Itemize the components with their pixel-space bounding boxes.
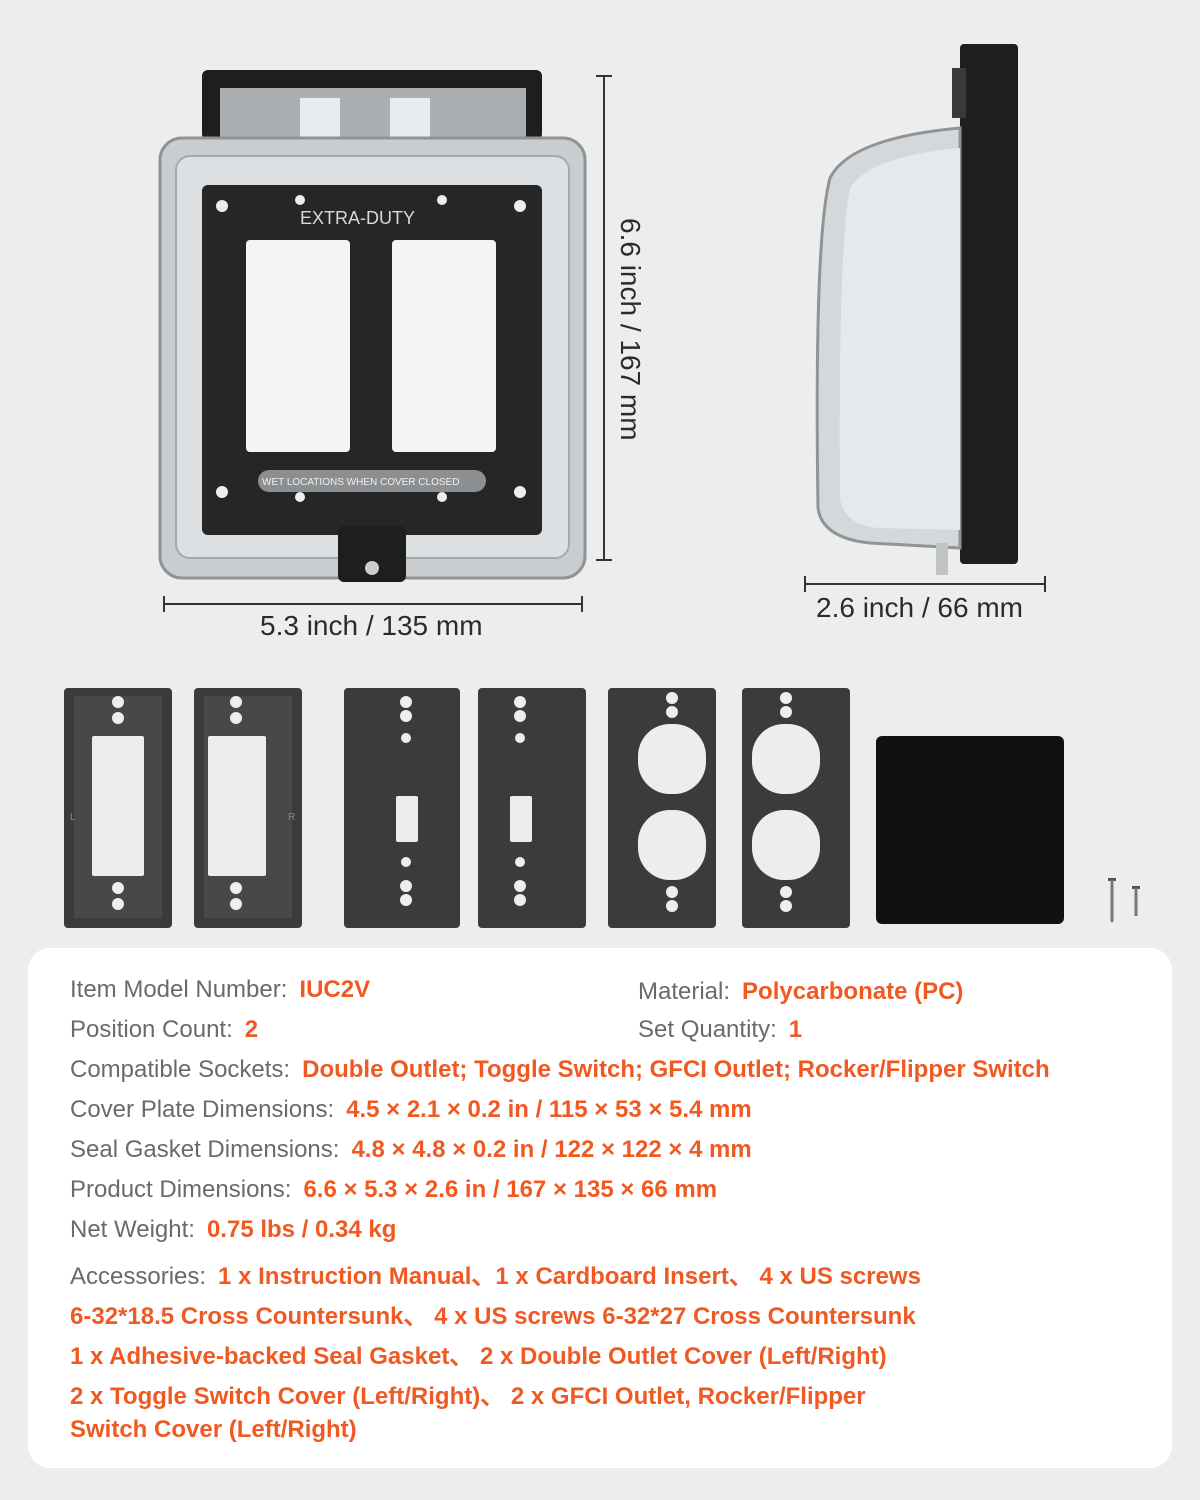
spec-net-weight-value: 0.75 lbs / 0.34 kg [206,1216,397,1243]
spec-material: Material: Polycarbonate (PC) [638,978,963,1006]
spec-model-value: IUC2V [299,976,371,1003]
spec-net-weight: Net Weight: 0.75 lbs / 0.34 kg [70,1216,396,1244]
spec-seal-gasket: Seal Gasket Dimensions: 4.8 × 4.8 × 0.2 i… [70,1136,752,1164]
spec-accessories: Accessories: 1 x Instruction Manual、1 x C… [70,1256,921,1291]
spec-seal-gasket-label: Seal Gasket Dimensions: [70,1136,340,1163]
duplex-plate-left [608,688,716,928]
spec-model-label: Item Model Number: [70,976,288,1003]
spec-cover-plate: Cover Plate Dimensions: 4.5 × 2.1 × 0.2 i… [70,1096,752,1124]
spec-cover-plate-label: Cover Plate Dimensions: [70,1096,335,1123]
spec-model: Item Model Number: IUC2V [70,976,370,1004]
spec-accessories-label: Accessories: [70,1263,207,1290]
toggle-plate-left [344,688,460,928]
height-dimension-label: 6.6 inch / 167 mm [615,218,646,441]
spec-material-value: Polycarbonate (PC) [742,978,964,1005]
screws [1108,878,1140,922]
spec-set-quantity-value: 1 [788,1016,803,1043]
depth-dimension-line [804,576,1046,592]
spec-accessories-line2: 6-32*18.5 Cross Countersunk、 4 x US scre… [70,1303,916,1330]
gfci-rocker-plate-right [194,688,302,928]
spec-compatible-value: Double Outlet; Toggle Switch; GFCI Outle… [302,1056,1050,1083]
spec-set-quantity: Set Quantity: 1 [638,1016,802,1044]
spec-compatible: Compatible Sockets: Double Outlet; Toggle… [70,1056,1050,1084]
spec-accessories-line1: 1 x Instruction Manual、1 x Cardboard Ins… [218,1263,921,1290]
right-mark: R [288,812,296,823]
width-dimension-line [163,596,583,612]
left-mark: L [70,812,76,823]
wet-locations-label: WET LOCATIONS WHEN COVER CLOSED [262,477,460,488]
gfci-rocker-plate-left [64,688,172,928]
spec-material-label: Material: [638,978,731,1005]
cover-front-view [158,70,587,582]
spec-position-count-value: 2 [244,1016,259,1043]
spec-cover-plate-value: 4.5 × 2.1 × 0.2 in / 115 × 53 × 5.4 mm [346,1096,752,1123]
spec-net-weight-label: Net Weight: [70,1216,195,1243]
spec-accessories-line4: 2 x Toggle Switch Cover (Left/Right)、 2 … [70,1383,866,1410]
width-dimension-label: 5.3 inch / 135 mm [260,610,483,641]
spec-compatible-label: Compatible Sockets: [70,1056,291,1083]
spec-position-count-label: Position Count: [70,1016,233,1043]
spec-seal-gasket-value: 4.8 × 4.8 × 0.2 in / 122 × 122 × 4 mm [351,1136,752,1163]
duplex-plate-right [742,688,850,928]
spec-accessories-line5: Switch Cover (Left/Right) [70,1416,357,1443]
spec-accessories-line3: 1 x Adhesive-backed Seal Gasket、 2 x Dou… [70,1343,887,1370]
depth-dimension-label: 2.6 inch / 66 mm [816,592,1023,623]
toggle-plate-right [478,688,586,928]
spec-card: Item Model Number: IUC2V Material: Polycar… [28,948,1172,1468]
height-dimension-line [596,75,612,561]
seal-gasket [876,736,1064,924]
spec-product-dims-label: Product Dimensions: [70,1176,292,1203]
cover-side-view [815,44,1018,575]
spec-set-quantity-label: Set Quantity: [638,1016,777,1043]
spec-product-dims: Product Dimensions: 6.6 × 5.3 × 2.6 in / … [70,1176,717,1204]
spec-product-dims-value: 6.6 × 5.3 × 2.6 in / 167 × 135 × 66 mm [303,1176,718,1203]
extra-duty-label: EXTRA-DUTY [300,208,416,228]
spec-position-count: Position Count: 2 [70,1016,258,1044]
